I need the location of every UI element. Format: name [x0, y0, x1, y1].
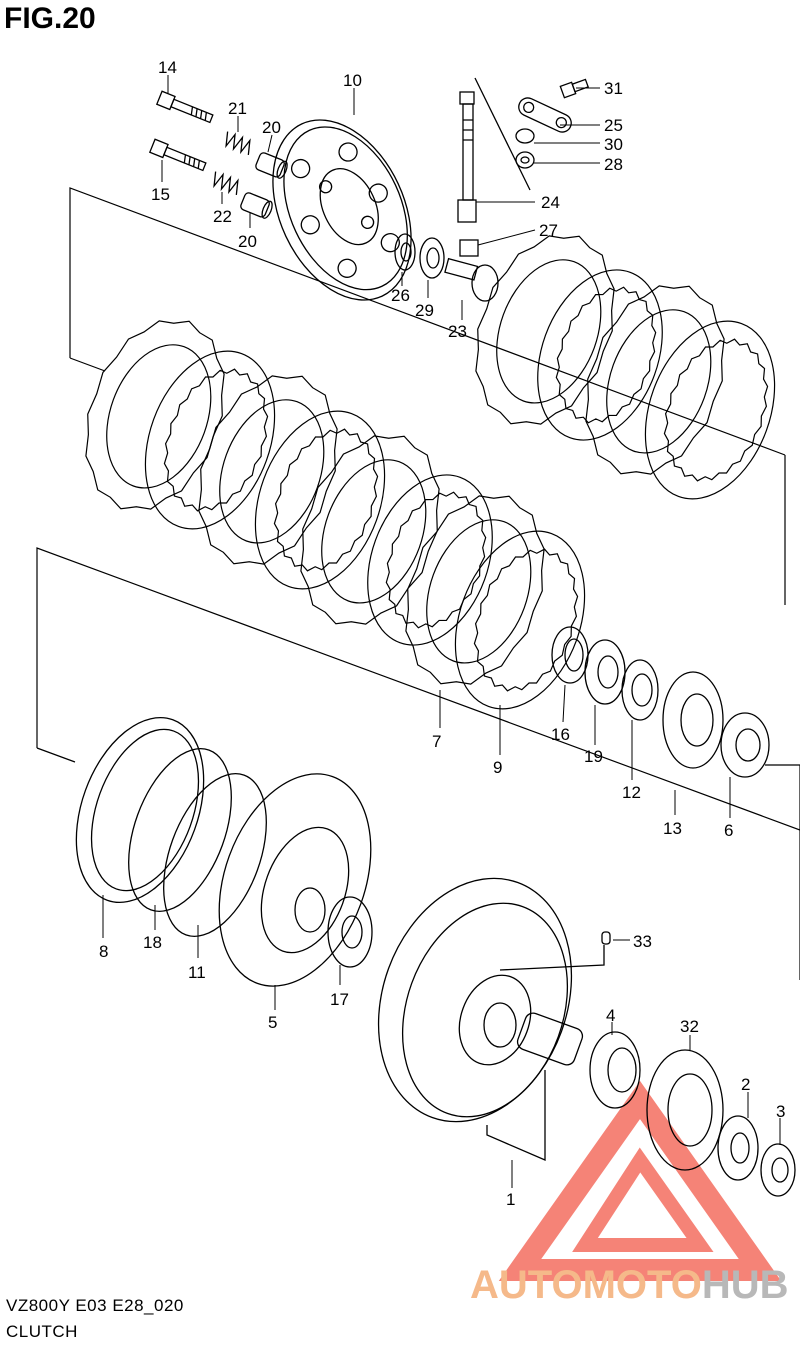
bolt-15 [148, 138, 207, 172]
clutch-hub-5 [218, 773, 372, 987]
callout-12-20: 12 [622, 783, 641, 802]
driven-plate [644, 320, 776, 500]
nut-3 [760, 1143, 796, 1197]
gear-32 [646, 1049, 724, 1171]
pusher-23 [444, 257, 499, 302]
figure-title: FIG.20 [4, 2, 96, 35]
driven-plate-9 [454, 530, 586, 710]
bearing-29 [419, 237, 445, 279]
callout-18-24: 18 [143, 933, 162, 952]
callout-14-0: 14 [158, 58, 177, 77]
drive-plate [585, 285, 725, 475]
callout-2-31: 2 [741, 1075, 750, 1094]
callout-8-23: 8 [99, 942, 108, 961]
callout-20-2: 20 [262, 118, 281, 137]
callout-5-26: 5 [268, 1013, 277, 1032]
ring-18 [128, 748, 232, 912]
drive-plate [475, 235, 615, 425]
callout-20-10: 20 [238, 232, 257, 251]
callout-24-11: 24 [541, 193, 560, 212]
drive-plate-7 [405, 495, 545, 685]
spacer-20a [255, 152, 288, 179]
bracket-1 [486, 1070, 546, 1161]
section-name-label: CLUTCH [6, 1322, 78, 1341]
sleeve-4 [516, 1012, 584, 1066]
driven-plate [537, 269, 663, 441]
primary-driven-gear-1 [377, 877, 573, 1123]
pin-33 [601, 931, 611, 945]
washer-2 [717, 1115, 759, 1181]
callout-11-25: 11 [188, 963, 206, 982]
bolt-14 [155, 90, 214, 124]
callout-31-4: 31 [604, 79, 623, 98]
damper-ring-8 [75, 716, 205, 904]
nut-28 [515, 151, 535, 169]
pressure-plate-10 [272, 119, 412, 301]
callout-19-19: 19 [584, 747, 603, 766]
top-parts-group [148, 90, 412, 301]
leader-lines [102, 75, 781, 1188]
model-code-label: VZ800Y E03 E28_020 [6, 1296, 184, 1315]
callout-16-18: 16 [551, 725, 570, 744]
watermark-brand-part2: HUB [702, 1263, 789, 1307]
callout-22-9: 22 [213, 207, 232, 226]
bolt-31 [559, 78, 589, 99]
washer-26 [394, 233, 416, 271]
needle-bearing-4 [589, 1031, 641, 1109]
callout-32-30: 32 [680, 1017, 699, 1036]
callout-13-21: 13 [663, 819, 682, 838]
washer-19 [584, 639, 626, 705]
release-mechanism [394, 77, 589, 302]
callout-17-27: 17 [330, 990, 349, 1009]
callout-29-14: 29 [415, 301, 434, 320]
callout-27-12: 27 [539, 221, 558, 240]
callout-1-33: 1 [506, 1190, 515, 1209]
callout-30-6: 30 [604, 135, 623, 154]
nut-27 [459, 239, 479, 257]
bearing-6 [720, 712, 770, 778]
driven-plate [144, 350, 276, 530]
callout-3-32: 3 [776, 1102, 785, 1121]
watermark-text: AUTOMOTOHUB [470, 1263, 789, 1307]
callout-10-3: 10 [343, 71, 362, 90]
driven-plate [367, 474, 493, 646]
push-rod-24 [457, 91, 477, 223]
callout-25-5: 25 [604, 116, 623, 135]
watermark-brand-part1: AUTOMOTO [470, 1263, 702, 1307]
callout-15-8: 15 [151, 185, 170, 204]
clutch-plate-stack [85, 235, 776, 710]
washer-17 [327, 896, 373, 968]
driven-plate [254, 410, 386, 590]
callout-26-13: 26 [391, 286, 410, 305]
drive-plate [85, 320, 225, 510]
spacer-20b [240, 192, 273, 219]
callout-4-29: 4 [606, 1006, 615, 1025]
callout-9-17: 9 [493, 758, 502, 777]
callout-28-7: 28 [604, 155, 623, 174]
section-lines [36, 187, 800, 980]
ring-11 [163, 773, 267, 937]
washer-30 [515, 128, 535, 144]
callout-6-22: 6 [724, 821, 733, 840]
callout-21-1: 21 [228, 99, 247, 118]
automotohub-watermark-logo [498, 1080, 782, 1281]
spring-21 [225, 131, 251, 156]
callout-7-16: 7 [432, 732, 441, 751]
lower-parts-group [75, 626, 796, 1197]
callout-33-28: 33 [633, 932, 652, 951]
leader-33 [499, 945, 605, 971]
callout-23-15: 23 [448, 322, 467, 341]
seat-12 [621, 659, 659, 721]
spring-22 [213, 171, 239, 196]
plate-13 [662, 671, 724, 769]
drive-plate [300, 435, 440, 625]
